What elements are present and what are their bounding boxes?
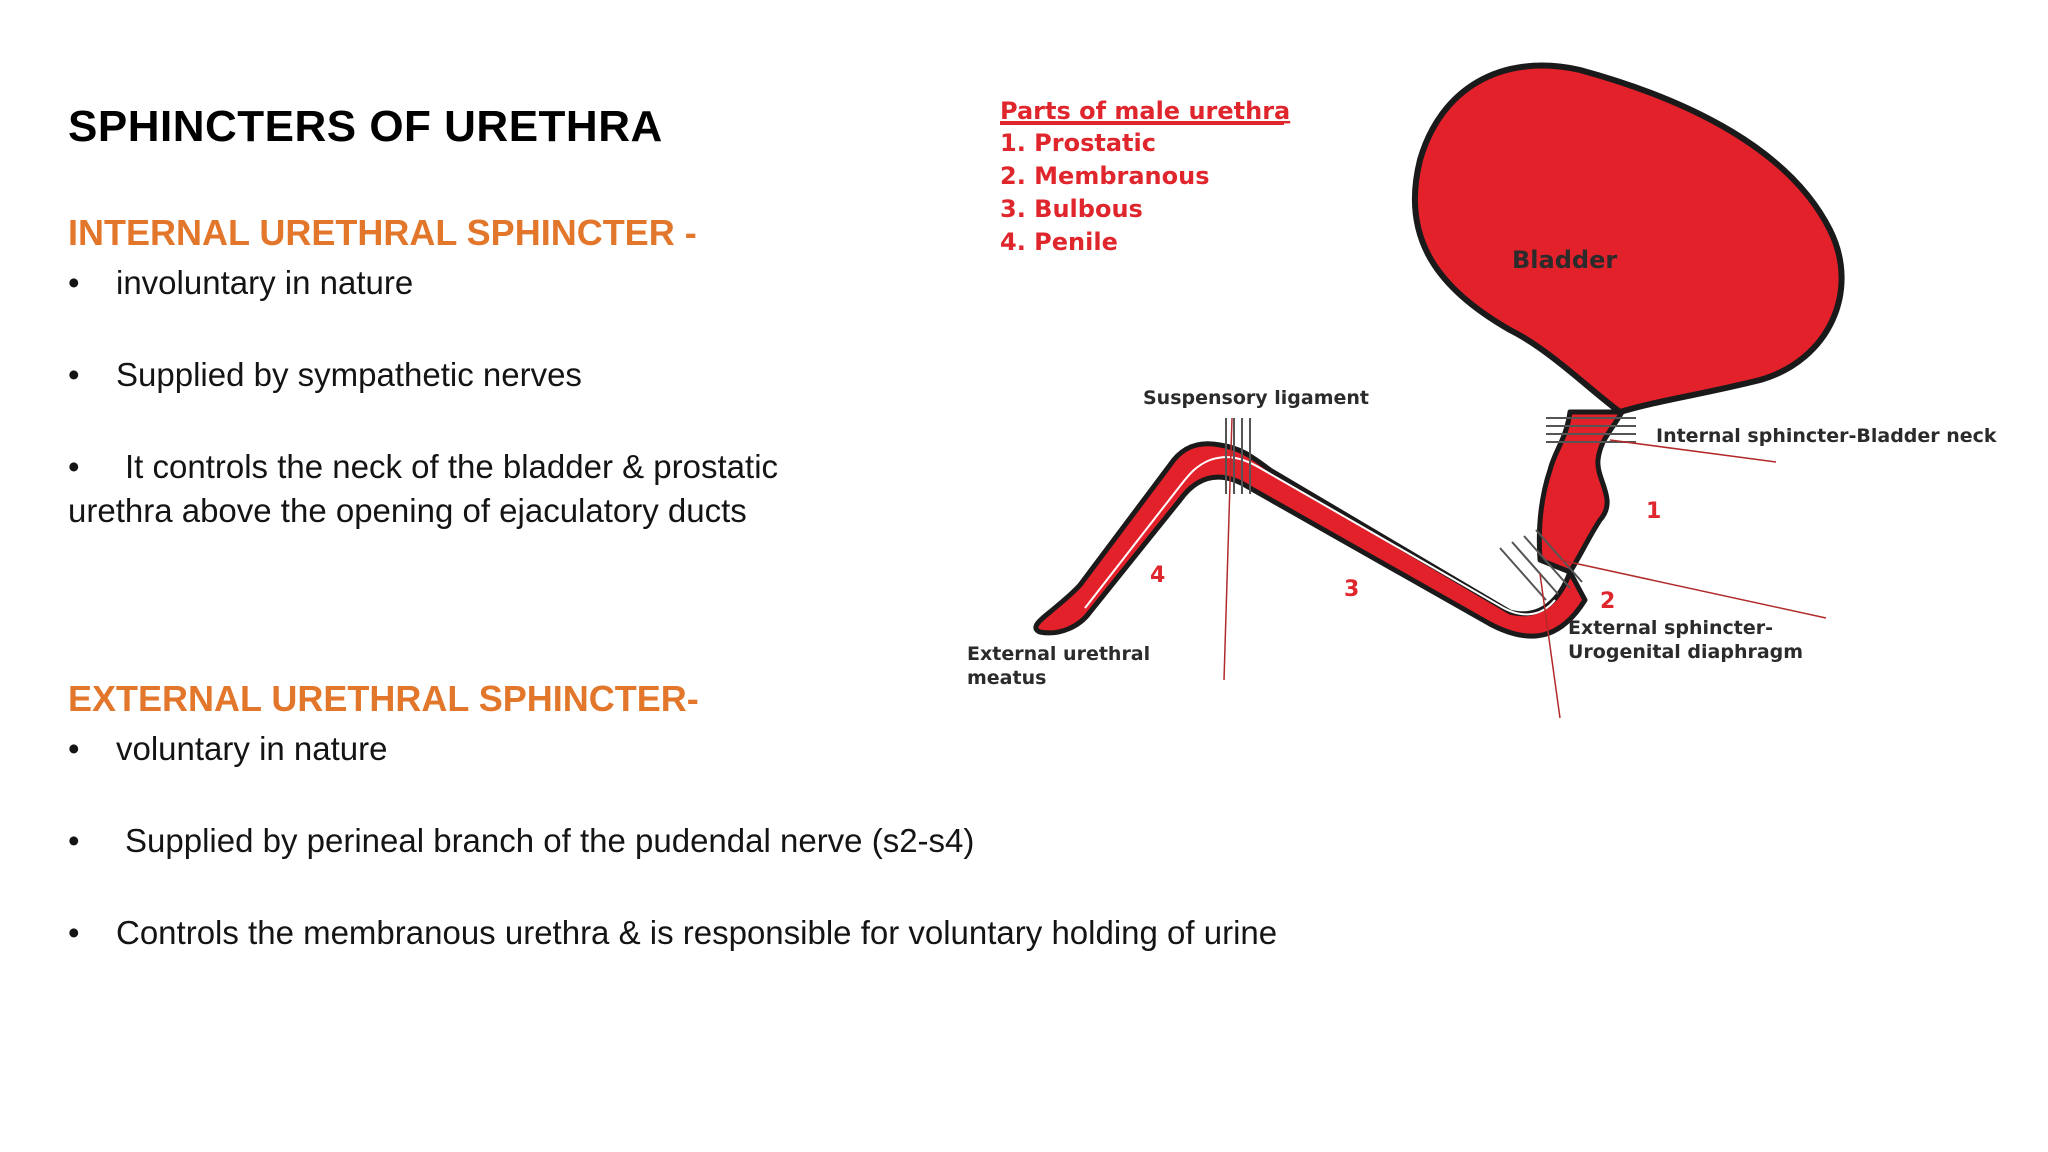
bullet-text: Supplied by sympathetic nerves	[116, 356, 582, 393]
legend-title: Parts of male urethra	[1000, 97, 1290, 125]
part-number-3: 3	[1344, 577, 1359, 602]
internal-sphincter-heading: INTERNAL URETHRAL SPHINCTER -	[68, 212, 697, 253]
part-number-2: 2	[1600, 589, 1615, 614]
bullet-dot: •	[68, 822, 80, 859]
bullet-text: Supplied by perineal branch of the puden…	[125, 822, 975, 859]
slide-title: SPHINCTERS OF URETHRA	[68, 102, 663, 151]
external-bullet-2: • Supplied by perineal branch of the pude…	[68, 818, 974, 864]
urethra-tube	[1033, 441, 1588, 639]
external-bullet-1: • voluntary in nature	[68, 726, 388, 772]
part-number-4: 4	[1150, 563, 1165, 588]
external-sphincter-heading: EXTERNAL URETHRAL SPHINCTER-	[68, 678, 699, 719]
bullet-dot: •	[68, 264, 80, 301]
bullet-dot: •	[68, 356, 80, 393]
external-bullet-3: • Controls the membranous urethra & is re…	[68, 910, 1277, 956]
prostatic-urethra	[1536, 409, 1625, 575]
legend-item-prostatic: 1. Prostatic	[1000, 129, 1156, 157]
internal-sphincter-hatch	[1546, 417, 1636, 443]
legend-item-membranous: 2. Membranous	[1000, 162, 1210, 190]
leader-lines	[1223, 417, 1827, 719]
bullet-text: Controls the membranous urethra & is res…	[116, 914, 1278, 951]
bullet-dot: •	[68, 730, 80, 767]
bladder: Bladder	[1411, 62, 1845, 415]
legend-item-penile: 4. Penile	[1000, 228, 1118, 256]
urethra-lumen	[1084, 456, 1556, 616]
meatus-label-line1: External urethral	[967, 643, 1150, 665]
bullet-text: It controls the neck of the bladder & pr…	[125, 448, 779, 485]
suspensory-ligament-label: Suspensory ligament	[1143, 387, 1369, 409]
part-number-1: 1	[1646, 499, 1661, 524]
internal-bullet-3: • It controls the neck of the bladder & p…	[68, 444, 778, 490]
bullet-dot: •	[68, 914, 80, 951]
external-sphincter-label-line2: Urogenital diaphragm	[1568, 641, 1803, 663]
suspensory-ligament-hatch	[1225, 418, 1251, 494]
meatus-label-line2: meatus	[967, 667, 1046, 689]
internal-bullet-3-continuation: urethra above the opening of ejaculatory…	[68, 492, 747, 529]
internal-bullet-2: • Supplied by sympathetic nerves	[68, 352, 582, 398]
bullet-dot: •	[68, 448, 80, 485]
external-sphincter-label-line1: External sphincter-	[1568, 617, 1773, 639]
internal-sphincter-label: Internal sphincter-Bladder neck	[1656, 425, 1997, 447]
bullet-text: involuntary in nature	[116, 264, 414, 301]
bladder-label: Bladder	[1512, 246, 1617, 274]
internal-bullet-1: • involuntary in nature	[68, 260, 413, 306]
external-sphincter-hatch	[1499, 529, 1583, 601]
legend-item-bulbous: 3. Bulbous	[1000, 195, 1143, 223]
bullet-text: voluntary in nature	[116, 730, 388, 767]
